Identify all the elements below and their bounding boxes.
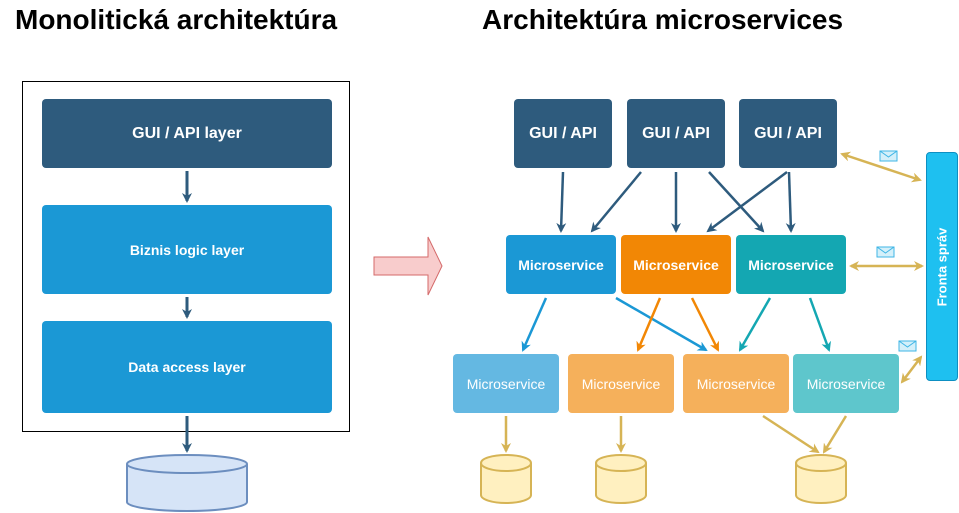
micro-gui-api-2-label: GUI / API <box>642 124 710 142</box>
message-queue-label: Fronta správ <box>934 227 950 306</box>
microservice-light-teal-label: Microservice <box>806 375 886 392</box>
message-queue: Fronta správ <box>926 152 958 381</box>
queue-arrows <box>840 151 924 384</box>
microservice-light-orange-1-label: Microservice <box>581 375 661 392</box>
envelope-icon <box>898 340 917 352</box>
micro-gui-api-3: GUI / API <box>739 99 837 168</box>
database-icon <box>480 454 532 504</box>
business-logic-layer: Biznis logic layer <box>42 205 332 294</box>
database-icon <box>795 454 847 504</box>
data-access-layer: Data access layer <box>42 321 332 413</box>
envelope-icon <box>876 246 895 258</box>
microservice-orange-label: Microservice <box>633 256 719 273</box>
monolith-title: Monolitická architektúra <box>15 4 338 35</box>
database-icon <box>595 454 647 504</box>
microservice-light-orange-2: Microservice <box>683 354 789 413</box>
micro-gui-api-2: GUI / API <box>627 99 725 168</box>
envelope-icon <box>879 150 898 162</box>
microservice-light-orange-1: Microservice <box>568 354 674 413</box>
gui-api-layer-label: GUI / API layer <box>132 124 242 142</box>
microservice-blue-label: Microservice <box>518 256 604 273</box>
microservice-orange: Microservice <box>621 235 731 294</box>
microservice-teal-label: Microservice <box>748 256 834 273</box>
transition-arrow-icon <box>373 236 443 296</box>
microservice-light-blue-label: Microservice <box>466 375 546 392</box>
microservice-light-blue: Microservice <box>453 354 559 413</box>
service-to-service-arrows <box>521 296 831 352</box>
gui-to-service-arrows <box>556 170 796 233</box>
monolith-database-icon <box>126 454 248 512</box>
microservice-blue: Microservice <box>506 235 616 294</box>
micro-gui-api-1: GUI / API <box>514 99 612 168</box>
microservice-light-orange-2-label: Microservice <box>696 375 776 392</box>
gui-api-layer: GUI / API layer <box>42 99 332 168</box>
microservice-light-teal: Microservice <box>793 354 899 413</box>
microservices-title: Architektúra microservices <box>482 4 844 35</box>
data-access-layer-label: Data access layer <box>128 359 246 375</box>
business-logic-layer-label: Biznis logic layer <box>129 241 245 258</box>
micro-gui-api-1-label: GUI / API <box>529 124 597 142</box>
service-to-database-arrows <box>501 414 848 454</box>
microservice-teal: Microservice <box>736 235 846 294</box>
micro-gui-api-3-label: GUI / API <box>754 124 822 142</box>
